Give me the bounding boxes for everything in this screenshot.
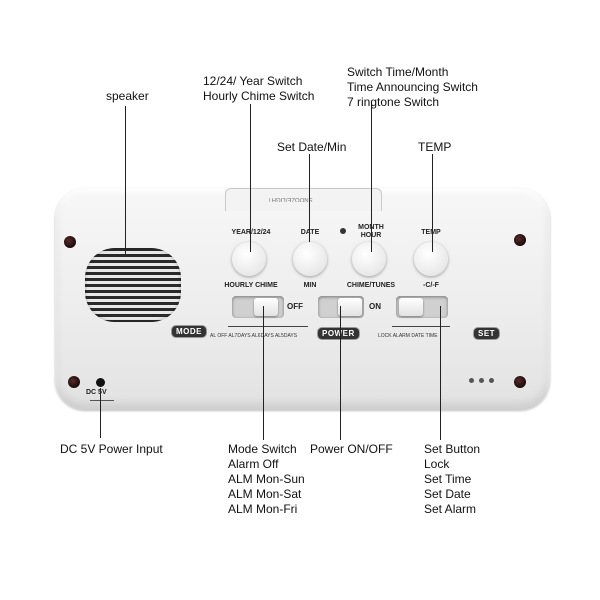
mode-switch-knob[interactable] [254, 298, 278, 316]
light-sensor-icon [340, 228, 346, 234]
dc-jack [96, 378, 105, 387]
min-label: MIN [303, 282, 317, 289]
dc-symbol [90, 400, 114, 401]
power-leader [340, 306, 341, 440]
cf-label: -C/-F [423, 282, 439, 289]
dc-jack-label: DC 5V [86, 389, 107, 396]
chime-tunes-label: CHIME/TUNES [346, 282, 396, 289]
indicator-dot [469, 378, 474, 383]
temp-leader [432, 154, 433, 252]
month-button[interactable] [352, 242, 386, 276]
date-min-leader [309, 154, 310, 242]
power-switch-knob[interactable] [338, 298, 362, 316]
sticker-text: SNOOZE/LIGHT [268, 196, 313, 202]
set-switch-knob[interactable] [399, 298, 423, 316]
power-annotation: Power ON/OFF [310, 442, 393, 456]
date-button-label: DATE [285, 229, 335, 236]
temp-button[interactable] [414, 242, 448, 276]
indicator-dot [489, 378, 494, 383]
sticker-label [225, 188, 382, 211]
speaker-leader [125, 106, 126, 254]
screw-top-right [514, 234, 526, 246]
speaker-grille [85, 248, 181, 322]
temp-annotation: TEMP [418, 140, 452, 154]
year-button[interactable] [232, 242, 266, 276]
mode-tick-rule [228, 326, 308, 327]
power-badge: POWER [318, 328, 359, 339]
date-button[interactable] [293, 242, 327, 276]
indicator-dot [479, 378, 484, 383]
screw-bottom-left [68, 376, 80, 388]
mode-tick-labels: AL OFF AL7DAYS AL6DAYS AL5DAYS [210, 333, 298, 339]
set-button-leader [440, 306, 441, 440]
month-switch-leader [371, 104, 372, 252]
mode-badge: MODE [172, 326, 206, 337]
set-tick-labels: LOCK ALARM DATE TIME [378, 333, 438, 339]
hourly-chime-label: HOURLY CHIME [224, 282, 278, 289]
temp-button-label: TEMP [421, 229, 441, 236]
date-min-annotation: Set Date/Min [277, 140, 347, 154]
set-tick-rule [392, 326, 450, 327]
screw-top-left [64, 236, 76, 248]
set-badge: SET [474, 328, 500, 339]
year-button-label: YEAR/12/24 [218, 229, 284, 236]
off-label: OFF [287, 302, 303, 311]
mode-switch-leader [263, 306, 264, 440]
year-switch-leader [250, 104, 251, 252]
dc-input-annotation: DC 5V Power Input [60, 442, 163, 456]
screw-bottom-right [514, 376, 526, 388]
speaker-annotation: speaker [106, 89, 149, 103]
dc-leader [100, 388, 101, 438]
on-label: ON [369, 302, 381, 311]
